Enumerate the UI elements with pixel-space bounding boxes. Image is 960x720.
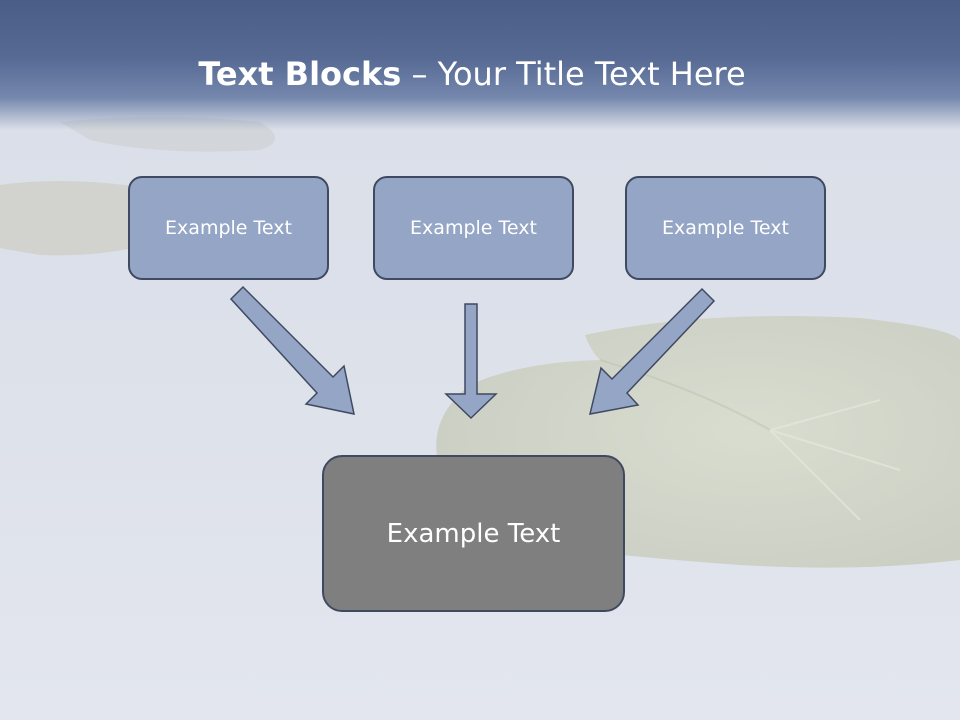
arrow-left bbox=[229, 285, 355, 415]
title-band bbox=[0, 0, 960, 130]
text-block-2-label: Example Text bbox=[410, 217, 537, 239]
arrow-right bbox=[589, 287, 716, 415]
text-block-1[interactable]: Example Text bbox=[128, 176, 329, 280]
text-block-2[interactable]: Example Text bbox=[373, 176, 574, 280]
slide-title: Text Blocks – Your Title Text Here bbox=[0, 52, 944, 96]
text-block-1-label: Example Text bbox=[165, 217, 292, 239]
text-block-3[interactable]: Example Text bbox=[625, 176, 826, 280]
arrow-middle bbox=[444, 303, 498, 420]
title-bold-part: Text Blocks bbox=[198, 55, 402, 93]
text-block-3-label: Example Text bbox=[662, 217, 789, 239]
main-text-block-label: Example Text bbox=[386, 518, 561, 549]
title-rest-part: – Your Title Text Here bbox=[401, 55, 746, 93]
main-text-block[interactable]: Example Text bbox=[322, 455, 625, 612]
